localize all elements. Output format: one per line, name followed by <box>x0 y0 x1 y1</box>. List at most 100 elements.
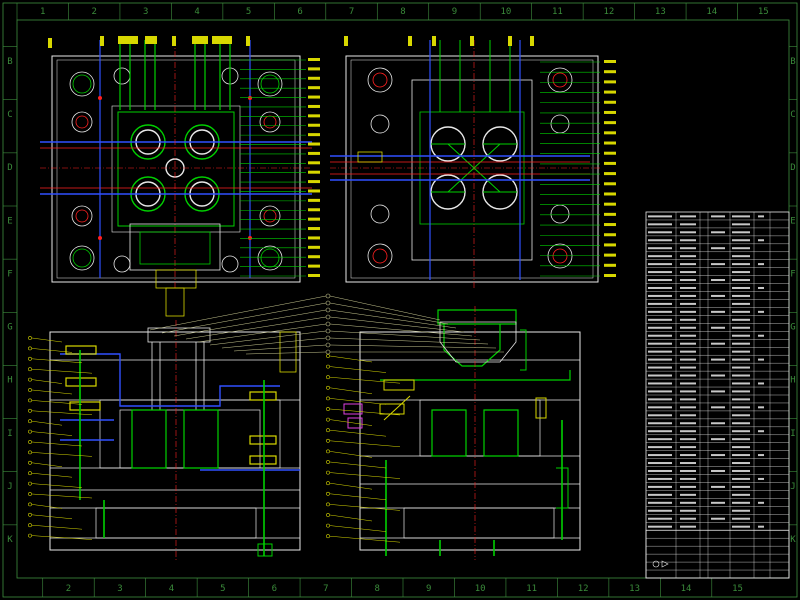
border-column-label: 14 <box>706 7 717 17</box>
border-row-label: E <box>790 216 795 226</box>
border-column-label: 2 <box>66 584 71 594</box>
dimension-tag <box>604 60 616 63</box>
table-cell-glyph <box>758 525 764 528</box>
table-cell-glyph <box>732 430 750 433</box>
table-cell-glyph <box>648 263 672 266</box>
leader-bubble <box>28 523 32 528</box>
table-cell-glyph <box>648 509 672 512</box>
dimension-tag <box>604 161 616 165</box>
table-cell-glyph <box>732 477 750 480</box>
table-cell-glyph <box>732 422 750 425</box>
table-cell-glyph <box>732 390 750 393</box>
leader-line <box>233 344 327 352</box>
leader-bubble <box>326 375 330 380</box>
dimension-tag <box>604 151 616 155</box>
table-cell-glyph <box>758 215 764 218</box>
border-row-label: G <box>7 323 12 333</box>
table-cell-glyph <box>680 223 696 226</box>
leader-line <box>329 366 387 373</box>
dimension-tag <box>308 114 320 118</box>
table-cell-glyph <box>732 517 750 520</box>
leader-line <box>31 441 83 447</box>
leader-line <box>329 344 497 349</box>
table-cell-glyph <box>732 271 750 274</box>
table-cell-glyph <box>680 398 696 401</box>
table-cell-glyph <box>648 406 672 409</box>
leader-line <box>31 524 83 530</box>
table-cell-glyph <box>680 366 696 369</box>
border-column-label: 5 <box>246 7 251 17</box>
leader-line <box>31 504 63 509</box>
table-cell-glyph <box>680 477 696 480</box>
table-cell-glyph <box>648 294 672 297</box>
table-cell-glyph <box>680 318 696 321</box>
leader-line <box>31 400 83 405</box>
table-cell-glyph <box>732 493 750 496</box>
leader-line <box>329 535 401 543</box>
border-row-label: H <box>7 376 12 386</box>
leader-bubble <box>28 471 32 476</box>
leader-bubble <box>28 429 32 434</box>
leader-bubble <box>28 533 32 538</box>
bill-of-materials-table <box>645 211 790 579</box>
dimension-tag <box>604 90 616 94</box>
border-column-label: 3 <box>117 584 122 594</box>
dimension-tag <box>308 142 320 146</box>
leader-bubble <box>28 450 32 455</box>
table-cell-glyph <box>648 382 672 385</box>
dimension-tag <box>308 180 320 184</box>
table-cell-glyph <box>732 438 750 441</box>
table-cell-glyph <box>648 501 672 504</box>
table-cell-glyph <box>648 430 672 433</box>
table-cell-glyph <box>758 382 764 385</box>
dimension-tag <box>308 133 320 137</box>
leader-bubble <box>326 385 330 390</box>
table-cell-glyph <box>711 454 725 457</box>
table-cell-glyph <box>711 342 725 345</box>
table-cell-glyph <box>711 501 725 504</box>
border-row-label: D <box>7 163 12 173</box>
table-cell-glyph <box>711 326 725 329</box>
leader-bubble <box>326 449 330 454</box>
table-cell-glyph <box>680 271 696 274</box>
table-cell-glyph <box>732 501 750 504</box>
leader-bubble <box>326 523 330 528</box>
table-cell-glyph <box>680 302 696 305</box>
leader-line <box>329 302 449 325</box>
border-column-label: 12 <box>578 584 589 594</box>
table-cell-glyph <box>680 501 696 504</box>
table-cell-glyph <box>648 279 672 282</box>
border-column-label: 5 <box>220 584 225 594</box>
projection-symbol <box>652 560 660 568</box>
leader-line <box>31 379 63 384</box>
leader-line <box>31 337 63 343</box>
border-column-label: 8 <box>400 7 405 17</box>
table-cell-glyph <box>732 247 750 250</box>
dimension-tag <box>308 236 320 240</box>
leader-line <box>31 420 63 426</box>
dimension-tag <box>308 67 320 71</box>
dimension-tag <box>308 86 320 90</box>
table-cell-glyph <box>648 318 672 321</box>
dimension-tag <box>308 161 320 165</box>
table-cell-glyph <box>648 485 672 488</box>
dimension-tag <box>308 95 320 99</box>
table-cell-glyph <box>732 462 750 465</box>
leader-line <box>329 387 373 395</box>
section-view-b <box>343 306 581 560</box>
table-cell-glyph <box>680 334 696 337</box>
table-cell-glyph <box>680 462 696 465</box>
border-column-label: 4 <box>169 584 174 594</box>
leader-bubble <box>28 377 32 382</box>
title-stamp-area <box>645 529 790 579</box>
table-cell-glyph <box>758 263 764 266</box>
leader-line <box>329 398 387 405</box>
border-row-label: K <box>7 535 13 545</box>
table-cell-glyph <box>648 310 672 313</box>
border-column-label: 15 <box>732 584 743 594</box>
leader-line <box>329 525 387 532</box>
dimension-tag <box>308 151 320 155</box>
table-cell-glyph <box>648 390 672 393</box>
table-cell-glyph <box>680 446 696 449</box>
